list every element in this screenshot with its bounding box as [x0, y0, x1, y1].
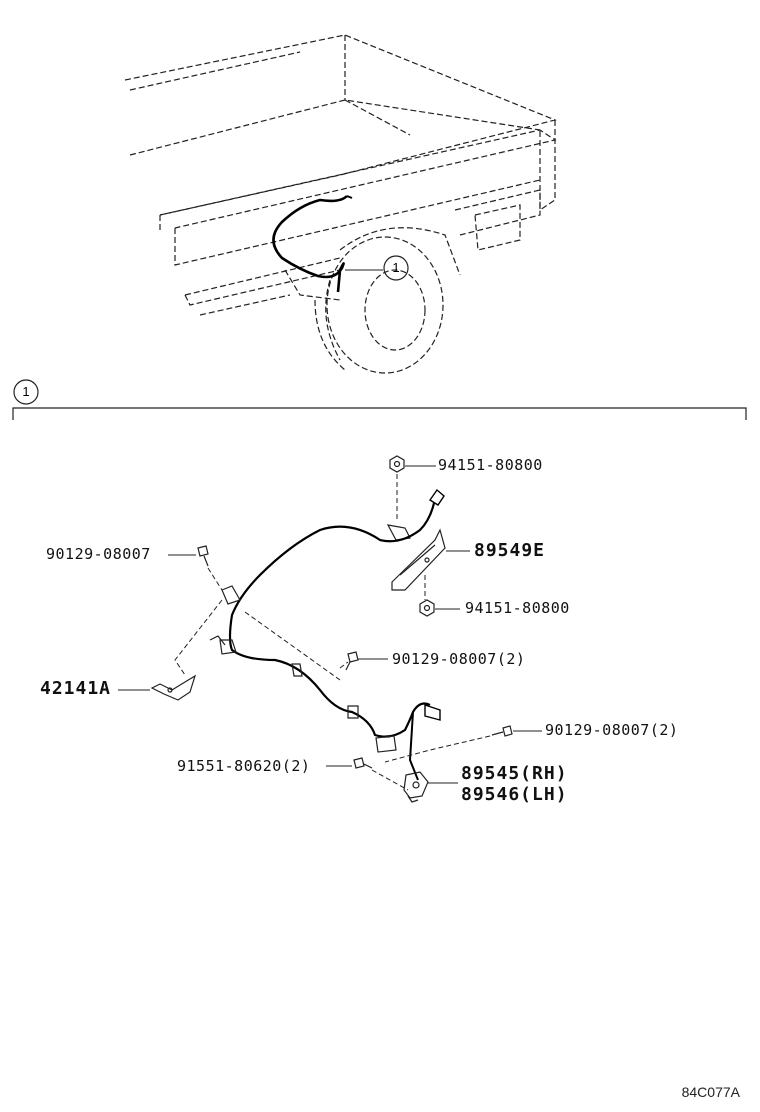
bolt-lower-icon [353, 757, 373, 769]
section-divider [12, 407, 747, 420]
section-1-number: 1 [22, 384, 30, 399]
truck-bed-illustration [124, 34, 557, 316]
nut-bottom-icon [419, 599, 435, 617]
clip-d [347, 705, 359, 719]
bolt-right-icon [491, 725, 513, 737]
bolt-mid-icon [345, 651, 359, 671]
clip-e [375, 735, 397, 753]
callout-1-circle [383, 255, 409, 281]
part-label-bracket[interactable]: 89549E [474, 540, 546, 561]
rear-wheel [314, 236, 444, 374]
overview-harness-line [272, 195, 348, 293]
bolt-left-icon [197, 545, 209, 567]
callout-1-number: 1 [392, 260, 400, 275]
section-1-circle [13, 379, 39, 405]
part-label-bolt-left[interactable]: 90129-08007 [46, 545, 151, 563]
part-label-bolt-mid[interactable]: 90129-08007(2) [392, 650, 526, 668]
clamp-42141a-icon [150, 674, 197, 701]
part-label-bolt-right[interactable]: 90129-08007(2) [545, 721, 679, 739]
harness-wire [228, 502, 436, 738]
part-label-nut-top[interactable]: 94151-80800 [438, 456, 543, 474]
speed-sensor-icon [403, 771, 429, 803]
bracket-89549e-icon [386, 524, 446, 591]
part-label-sensor-lh[interactable]: 89546(LH) [461, 784, 568, 805]
clip-a [221, 585, 241, 605]
clip-c [291, 663, 303, 677]
nut-top-icon [389, 455, 405, 473]
clip-b [219, 639, 237, 655]
part-label-nut-bottom[interactable]: 94151-80800 [465, 599, 570, 617]
part-label-bolt-lower[interactable]: 91551-80620(2) [177, 757, 311, 775]
part-label-sensor-rh[interactable]: 89545(RH) [461, 763, 568, 784]
diagram-code: 84C077A [681, 1084, 740, 1100]
part-label-clamp[interactable]: 42141A [40, 678, 112, 699]
